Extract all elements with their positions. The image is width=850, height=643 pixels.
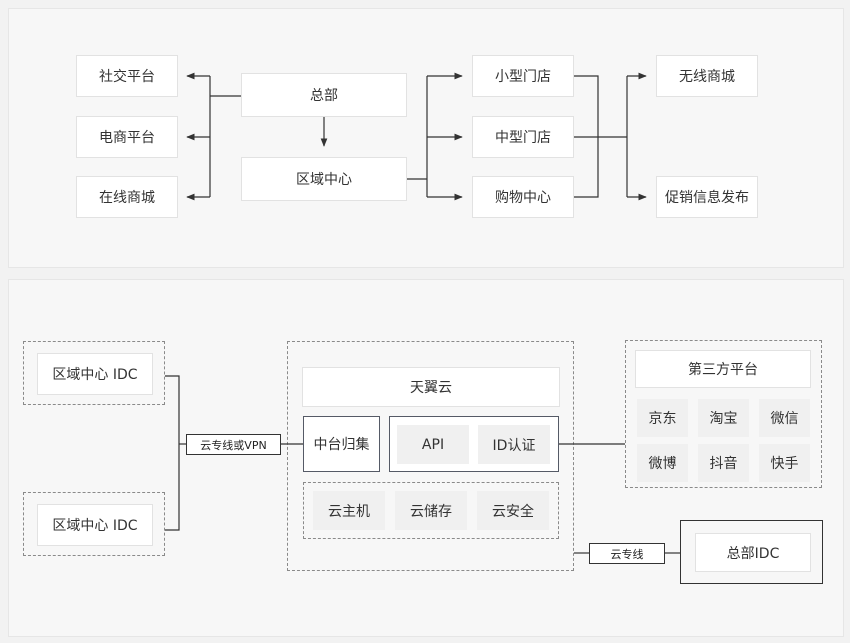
node-ecommerce-platform: 电商平台 <box>76 116 178 158</box>
node-shopping-center: 购物中心 <box>472 176 574 218</box>
node-headquarters: 总部 <box>241 73 407 117</box>
node-small-store: 小型门店 <box>472 55 574 97</box>
platform-wechat: 微信 <box>759 399 810 437</box>
third-party-group <box>625 340 822 488</box>
node-medium-store: 中型门店 <box>472 116 574 158</box>
tianyi-cloud-group <box>287 341 574 571</box>
api-node: API <box>397 425 469 464</box>
regional-idc-top: 区域中心 IDC <box>37 353 153 395</box>
hq-idc-group <box>680 520 823 584</box>
platform-taobao: 淘宝 <box>698 399 749 437</box>
node-wireless-mall: 无线商城 <box>656 55 758 97</box>
regional-idc-bottom: 区域中心 IDC <box>37 504 153 546</box>
regional-idc-bottom-group <box>23 492 165 556</box>
node-promotion-release: 促销信息发布 <box>656 176 758 218</box>
platform-kuaishou: 快手 <box>759 444 810 482</box>
tianyi-cloud-title: 天翼云 <box>302 367 560 407</box>
cloud-security-node: 云安全 <box>477 491 549 530</box>
dedicated-line-label: 云专线 <box>589 543 665 564</box>
cloud-host-node: 云主机 <box>313 491 385 530</box>
hq-idc: 总部IDC <box>695 533 811 572</box>
regional-idc-top-group <box>23 341 165 405</box>
cloud-services-group <box>303 482 559 539</box>
node-social-platform: 社交平台 <box>76 55 178 97</box>
id-auth-node: ID认证 <box>478 425 550 464</box>
middle-platform: 中台归集 <box>309 422 374 466</box>
platform-douyin: 抖音 <box>698 444 749 482</box>
node-online-mall: 在线商城 <box>76 176 178 218</box>
cloud-storage-node: 云储存 <box>395 491 467 530</box>
vpn-link-label: 云专线或VPN <box>186 434 281 455</box>
platform-weibo: 微博 <box>637 444 688 482</box>
node-regional-center: 区域中心 <box>241 157 407 201</box>
third-party-title: 第三方平台 <box>635 350 811 388</box>
platform-jd: 京东 <box>637 399 688 437</box>
